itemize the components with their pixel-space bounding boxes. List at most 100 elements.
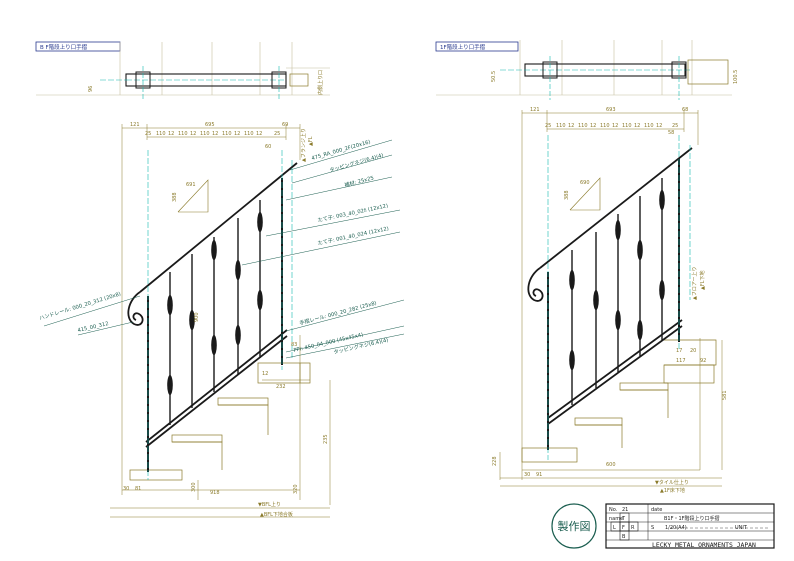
stamp-text: 製作図: [558, 519, 591, 533]
tb-scale-value: 1/20(A4): [665, 525, 687, 531]
title-block: No. 21 date name B1F・1F階段上り口手摺 S 1/20(A4…: [605, 503, 775, 549]
tb-name-label: name: [609, 516, 623, 522]
pitch-dim: 25: [545, 123, 551, 129]
pitch-dim: 12: [634, 123, 640, 129]
right-handrail: [527, 147, 693, 425]
tb-no-label: No.: [609, 507, 618, 513]
pitch-dim: 110: [244, 131, 254, 137]
left-plan-side-label: 内側上り口: [317, 70, 324, 95]
pitch-dim: 110: [556, 123, 566, 129]
tb-unit-label: UNIT: [735, 525, 748, 531]
left-top-dim-3: 69: [282, 122, 288, 128]
left-twist-ornaments: [167, 212, 263, 395]
left-small-dim-5: 81: [135, 486, 141, 492]
right-small-dim-3: 117: [676, 358, 686, 364]
right-top-dim-3: 68: [682, 107, 688, 113]
right-twist-ornaments: [569, 190, 665, 370]
right-title-box: [435, 41, 519, 52]
left-plan-rail: [100, 66, 309, 100]
left-slope-triangle: [177, 179, 209, 213]
left-slope-run: 691: [186, 182, 196, 188]
pitch-dim: 12: [568, 123, 574, 129]
pitch-dim: 12: [168, 131, 174, 137]
left-fl-mark: ▲FL: [308, 136, 314, 146]
right-small-dim-9: 91: [536, 472, 542, 478]
pitch-dim: 12: [234, 131, 240, 137]
left-handrail: [127, 162, 298, 448]
left-stair-steps: [129, 362, 311, 481]
pitch-dim: 12: [256, 131, 262, 137]
left-leaders: [43, 139, 405, 359]
right-plan-rail: [500, 56, 729, 100]
left-post-dim: 900: [194, 312, 200, 322]
pitch-dim: 25: [145, 131, 151, 137]
left-bottom-label-2: ▲BFL下地合板: [260, 511, 293, 518]
left-balusters: [169, 200, 261, 425]
tb-company: LECKY METAL ORNAMENTS JAPAN: [652, 541, 756, 549]
left-flange-mark: ▲フランジ上り: [300, 128, 307, 162]
right-top-dim-1: 121: [530, 107, 540, 113]
right-slope-run: 690: [580, 180, 590, 186]
left-small-dim-7: 918: [210, 490, 220, 496]
left-bottom-label-1: ▼BFL上り: [258, 501, 281, 508]
left-note-3: 補材: 25x25: [343, 173, 374, 189]
pitch-dim: 110: [222, 131, 232, 137]
tb-code-l: L: [613, 525, 616, 531]
left-note-5: たて子: 001_40_024 (12x12): [317, 225, 389, 247]
pitch-dim: 110: [644, 123, 654, 129]
right-bottom-label-1: ▼タイル仕上り: [655, 479, 689, 486]
pitch-dim: 110: [156, 131, 166, 137]
left-note-6: ハンドレール: 000_20_312 (20x8): [39, 291, 122, 322]
right-plan-grid: [436, 40, 732, 96]
right-stair-steps: [521, 339, 717, 463]
right-side-note-1: ▲フロアー上り: [691, 266, 698, 300]
left-pitch-row: 25 110 12 110 12 110 12 110 12 110 12 25: [145, 131, 280, 137]
pitch-dim: 110: [622, 123, 632, 129]
tb-code-f: F: [622, 525, 625, 531]
left-note-7: 415_00_312: [77, 321, 109, 334]
left-small-dim-3: 300: [191, 482, 197, 492]
left-base-dim-2: 232: [276, 384, 286, 390]
left-small-dim-1: 83: [291, 342, 297, 348]
left-top-dim-2: 695: [205, 122, 215, 128]
left-note-8: 手摺レール: 000_20_282 (25x8): [298, 299, 377, 327]
right-side-note-2: ▲FL下地: [699, 270, 706, 290]
pitch-dim: 25: [672, 123, 678, 129]
left-plan-dim: 96: [88, 86, 94, 92]
pitch-dim: 110: [178, 131, 188, 137]
left-view-title: B F階段上り口手摺: [40, 43, 88, 51]
right-dim-chains: [499, 338, 723, 487]
left-center-lines: [147, 150, 293, 480]
tb-date-label: date: [651, 507, 662, 513]
right-small-dim-5: 581: [722, 390, 728, 400]
right-balusters: [571, 178, 663, 405]
left-top-dim-1: 121: [130, 122, 140, 128]
right-small-dim-6: 600: [606, 462, 616, 468]
right-top-dim-4: 58: [668, 130, 674, 136]
left-dim-chains: [110, 335, 331, 518]
right-top-dim-2: 693: [606, 107, 616, 113]
right-bottom-label-2: ▲1F床下地: [660, 487, 685, 494]
right-top-dim-lines: [521, 110, 699, 480]
right-center-lines: [547, 135, 691, 460]
left-top-dim-4: 60: [265, 144, 271, 150]
left-view: B F階段上り口手摺 96 内側上り口: [35, 41, 405, 518]
left-base-dim-1: 12: [262, 371, 268, 377]
pitch-dim: 12: [612, 123, 618, 129]
pitch-dim: 12: [212, 131, 218, 137]
pitch-dim: 110: [200, 131, 210, 137]
pitch-dim: 110: [600, 123, 610, 129]
tb-code-t: T: [621, 516, 626, 522]
right-view: 1F階段上り口手摺 50.5 100.5 12: [435, 40, 739, 494]
pitch-dim: 12: [190, 131, 196, 137]
right-small-dim-8: 30: [524, 472, 530, 478]
left-slope-rise: 388: [172, 192, 178, 202]
right-pitch-row: 25 110 12 110 12 110 12 110 12 110 12 25: [545, 123, 678, 129]
left-top-dim-lines: [121, 124, 301, 495]
right-slope-triangle: [569, 177, 601, 211]
left-small-dim-6: 320: [293, 484, 299, 494]
tb-code-r: R: [631, 525, 635, 531]
tb-code-b: B: [622, 534, 626, 540]
right-small-dim-2: 20: [690, 348, 696, 354]
